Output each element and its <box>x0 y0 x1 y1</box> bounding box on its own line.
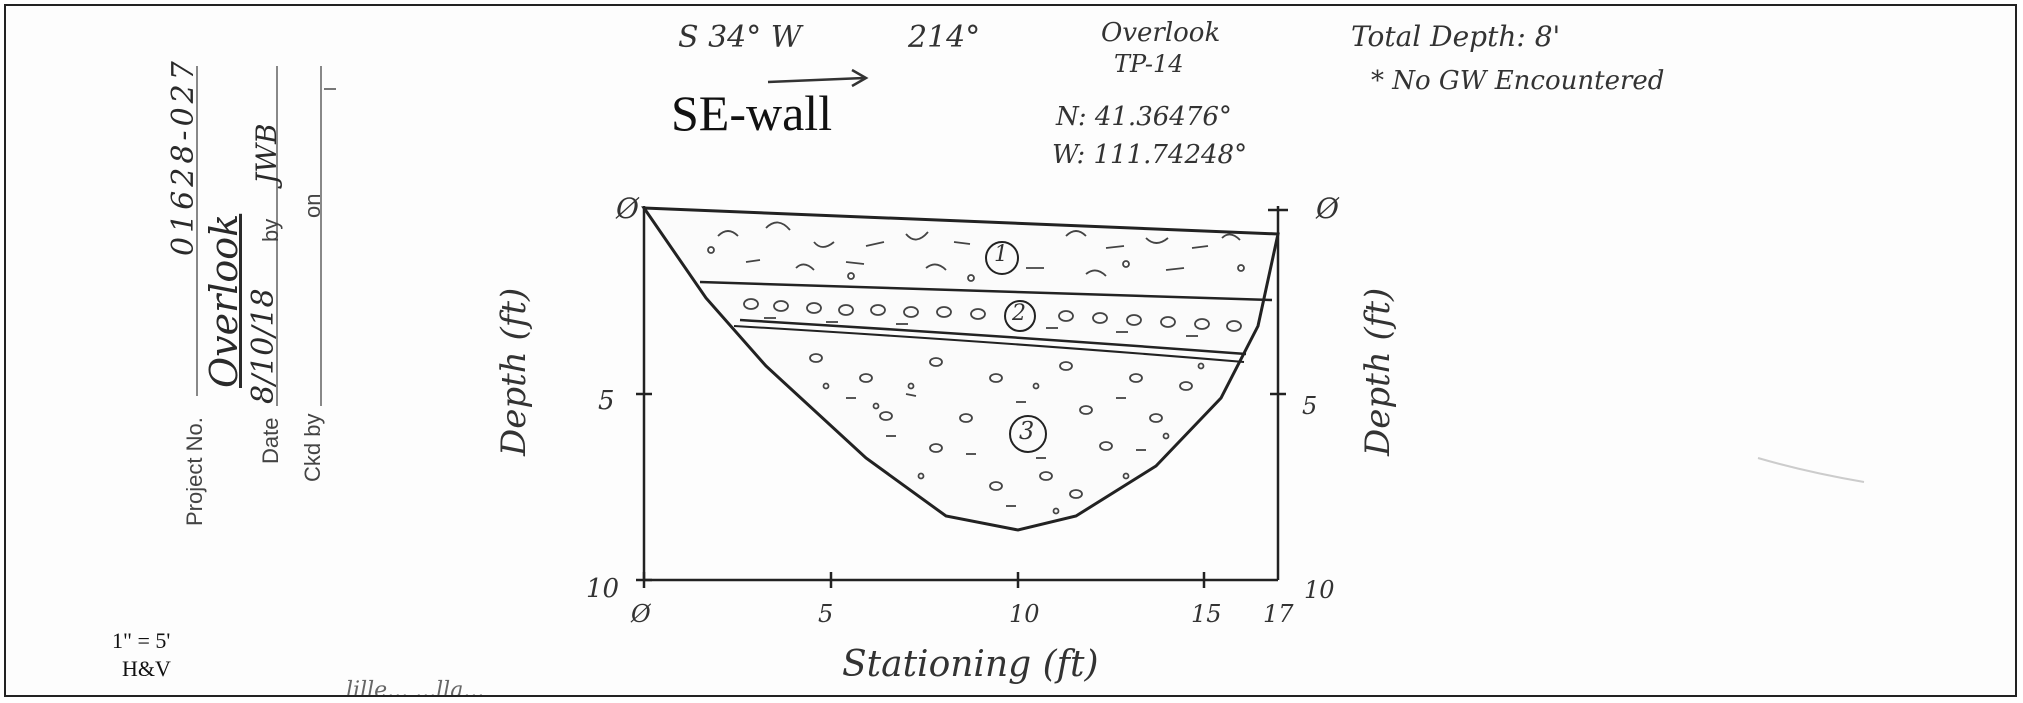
scale-line-1: 1" = 5' <box>112 628 171 653</box>
total-depth: Total Depth: 8' <box>1351 20 1561 53</box>
log-sheet: Project No. 01628-027 Overlook Date 8/10… <box>4 4 2017 697</box>
latitude: N: 41.36476° <box>1056 102 1232 132</box>
station-tick-17: 17 <box>1263 600 1294 628</box>
bottom-axis-title: Stationing (ft) <box>842 644 1099 685</box>
site-name: Overlook <box>1101 18 1221 48</box>
tick-mark <box>324 88 336 90</box>
footer-scribble: lille... ...lla... <box>346 678 485 697</box>
test-pit: TP-14 <box>1114 50 1184 78</box>
right-tick-10: 10 <box>1304 576 1335 604</box>
left-tick-5: 5 <box>598 386 615 416</box>
layer-label-1 <box>985 241 1019 275</box>
layer-3-label: 3 <box>1019 417 1035 445</box>
right-tick-5: 5 <box>1302 392 1318 420</box>
direction-arrow <box>767 76 865 84</box>
layer-1-label: 1 <box>994 242 1008 267</box>
left-tick-10: 10 <box>586 574 620 604</box>
pit-profile-sketch <box>636 68 1865 588</box>
bearing: S 34° W <box>678 20 802 55</box>
project-no-line <box>196 66 198 396</box>
station-tick-15: 15 <box>1191 600 1222 628</box>
longitude: W: 111.74248° <box>1052 140 1248 170</box>
layer-2-texture <box>743 298 1242 337</box>
station-tick-5: 5 <box>818 600 834 628</box>
layer-2-label: 2 <box>1012 301 1026 326</box>
layer-boundary-1-2 <box>699 280 1273 302</box>
layer-boundary-2-3 <box>739 318 1247 356</box>
smudge-line <box>1757 457 1865 483</box>
ckd-line <box>320 66 322 406</box>
date-line <box>276 66 278 406</box>
station-tick-10: 10 <box>1009 600 1040 628</box>
left-tick-0: Ø <box>616 192 639 225</box>
layer-3-texture <box>809 353 1205 515</box>
axis-ticks <box>636 392 1286 588</box>
right-tick-0: Ø <box>1316 192 1339 225</box>
pit-outline <box>641 206 1280 532</box>
direction-arrowhead <box>851 68 869 88</box>
layer-boundary-2-3b <box>733 325 1245 363</box>
layer-label-2 <box>1004 300 1036 332</box>
wall-label: SE-wall <box>671 85 833 141</box>
azimuth: 214° <box>908 20 981 55</box>
scale-line-2: H&V <box>122 656 171 681</box>
layer-1-texture <box>707 221 1245 282</box>
station-tick-0: Ø <box>631 600 651 628</box>
groundwater-note: * No GW Encountered <box>1371 66 1665 96</box>
layer-label-3 <box>1009 415 1047 453</box>
